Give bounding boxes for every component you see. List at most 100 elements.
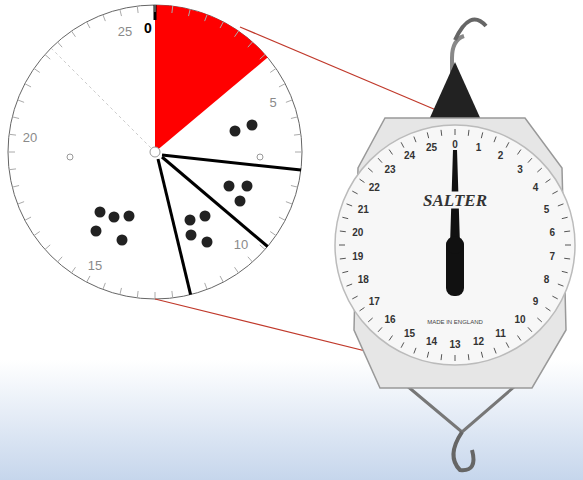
scale-number: 6: [550, 228, 556, 238]
tick-mark: [494, 137, 496, 143]
sector-line: [162, 157, 268, 247]
tick-mark: [481, 352, 482, 358]
scale-number: 9: [533, 297, 539, 307]
tick-mark: [71, 31, 75, 37]
scale-number: 1: [476, 143, 482, 153]
tick-mark: [18, 100, 25, 102]
tick-mark: [339, 245, 345, 246]
tick-mark: [494, 348, 496, 354]
tick-mark: [279, 84, 285, 87]
tick-mark: [564, 258, 570, 260]
hanger: [428, 62, 482, 122]
tick-mark: [506, 342, 509, 347]
tick-mark: [137, 291, 139, 298]
tick-mark: [260, 55, 265, 60]
zoom-dial: [8, 5, 302, 299]
tick-mark: [558, 284, 564, 286]
tick-mark: [506, 142, 509, 147]
maker-note: MADE IN ENGLAND: [426, 319, 484, 325]
tick-mark: [25, 84, 31, 87]
scale-number: 21: [358, 205, 369, 215]
tick-mark: [286, 202, 293, 204]
tick-mark: [205, 283, 207, 290]
tick-mark: [155, 5, 156, 12]
tick-mark: [58, 42, 63, 47]
scale-number: 0: [452, 140, 458, 150]
scale-number: 8: [544, 275, 550, 285]
tick-mark: [378, 158, 382, 162]
dashed-line: [51, 48, 155, 152]
tick-mark: [389, 150, 392, 155]
tick-mark: [270, 68, 276, 72]
tick-mark: [401, 142, 404, 147]
tick-mark: [248, 257, 253, 262]
sector-line: [158, 159, 191, 295]
tick-mark: [120, 9, 122, 16]
tick-mark: [18, 202, 25, 204]
tick-mark: [235, 31, 239, 37]
tick-mark: [155, 292, 156, 299]
scale-number: 12: [473, 337, 484, 347]
brand-name: SALTER: [421, 192, 489, 209]
tick-mark: [34, 232, 40, 236]
tick-mark: [220, 22, 223, 28]
tick-mark: [103, 15, 105, 22]
tick-mark: [546, 307, 551, 310]
tick-mark: [347, 204, 353, 206]
scale-number: 18: [358, 275, 369, 285]
tick-mark: [248, 42, 253, 47]
tick-mark: [270, 232, 276, 236]
scale-number: 7: [550, 252, 556, 262]
tick-mark: [552, 191, 557, 194]
tick-mark: [137, 6, 139, 13]
tick-mark: [481, 132, 482, 138]
tick-mark: [414, 348, 416, 354]
tick-mark: [291, 117, 298, 119]
scale-number: 15: [404, 329, 415, 339]
tick-group: [339, 129, 571, 361]
tick-mark: [562, 271, 568, 272]
tick-mark: [58, 257, 63, 262]
dial-number: 5: [269, 96, 276, 109]
scale-number: 4: [533, 183, 539, 193]
zoom-leader: [240, 27, 455, 118]
tick-mark: [352, 191, 357, 194]
tick-mark: [87, 276, 90, 282]
tick-mark: [342, 217, 348, 218]
tick-mark: [562, 217, 568, 218]
tick-mark: [564, 231, 570, 233]
tick-mark: [558, 204, 564, 206]
tick-mark: [468, 130, 470, 136]
tick-mark: [103, 283, 105, 290]
tick-mark: [360, 307, 365, 310]
tick-mark: [378, 327, 382, 331]
top-hook: [455, 20, 486, 40]
scale-number: 23: [384, 165, 395, 175]
tick-mark: [455, 129, 456, 135]
pivot: [150, 147, 160, 157]
dial-number: 25: [118, 25, 132, 38]
tick-mark: [552, 296, 557, 299]
scale-number: 13: [449, 340, 460, 350]
tick-mark: [8, 152, 15, 153]
tick-mark: [368, 168, 372, 172]
tick-mark: [25, 217, 31, 220]
tick-mark: [235, 267, 239, 273]
tick-mark: [537, 168, 541, 172]
tick-mark: [389, 336, 392, 341]
tick-mark: [9, 134, 16, 136]
tick-mark: [528, 327, 532, 331]
tick-mark: [414, 137, 416, 143]
tick-mark: [12, 117, 19, 119]
tick-mark: [9, 168, 16, 170]
sector-line: [162, 155, 301, 170]
tick-mark: [368, 318, 372, 322]
dial-number: 20: [23, 131, 37, 144]
bottom-hook: [453, 432, 473, 470]
tick-mark: [342, 271, 348, 272]
scale-number: 2: [498, 151, 504, 161]
tick-mark: [45, 55, 50, 60]
tick-mark: [427, 352, 428, 358]
scale-number: 22: [369, 183, 380, 193]
